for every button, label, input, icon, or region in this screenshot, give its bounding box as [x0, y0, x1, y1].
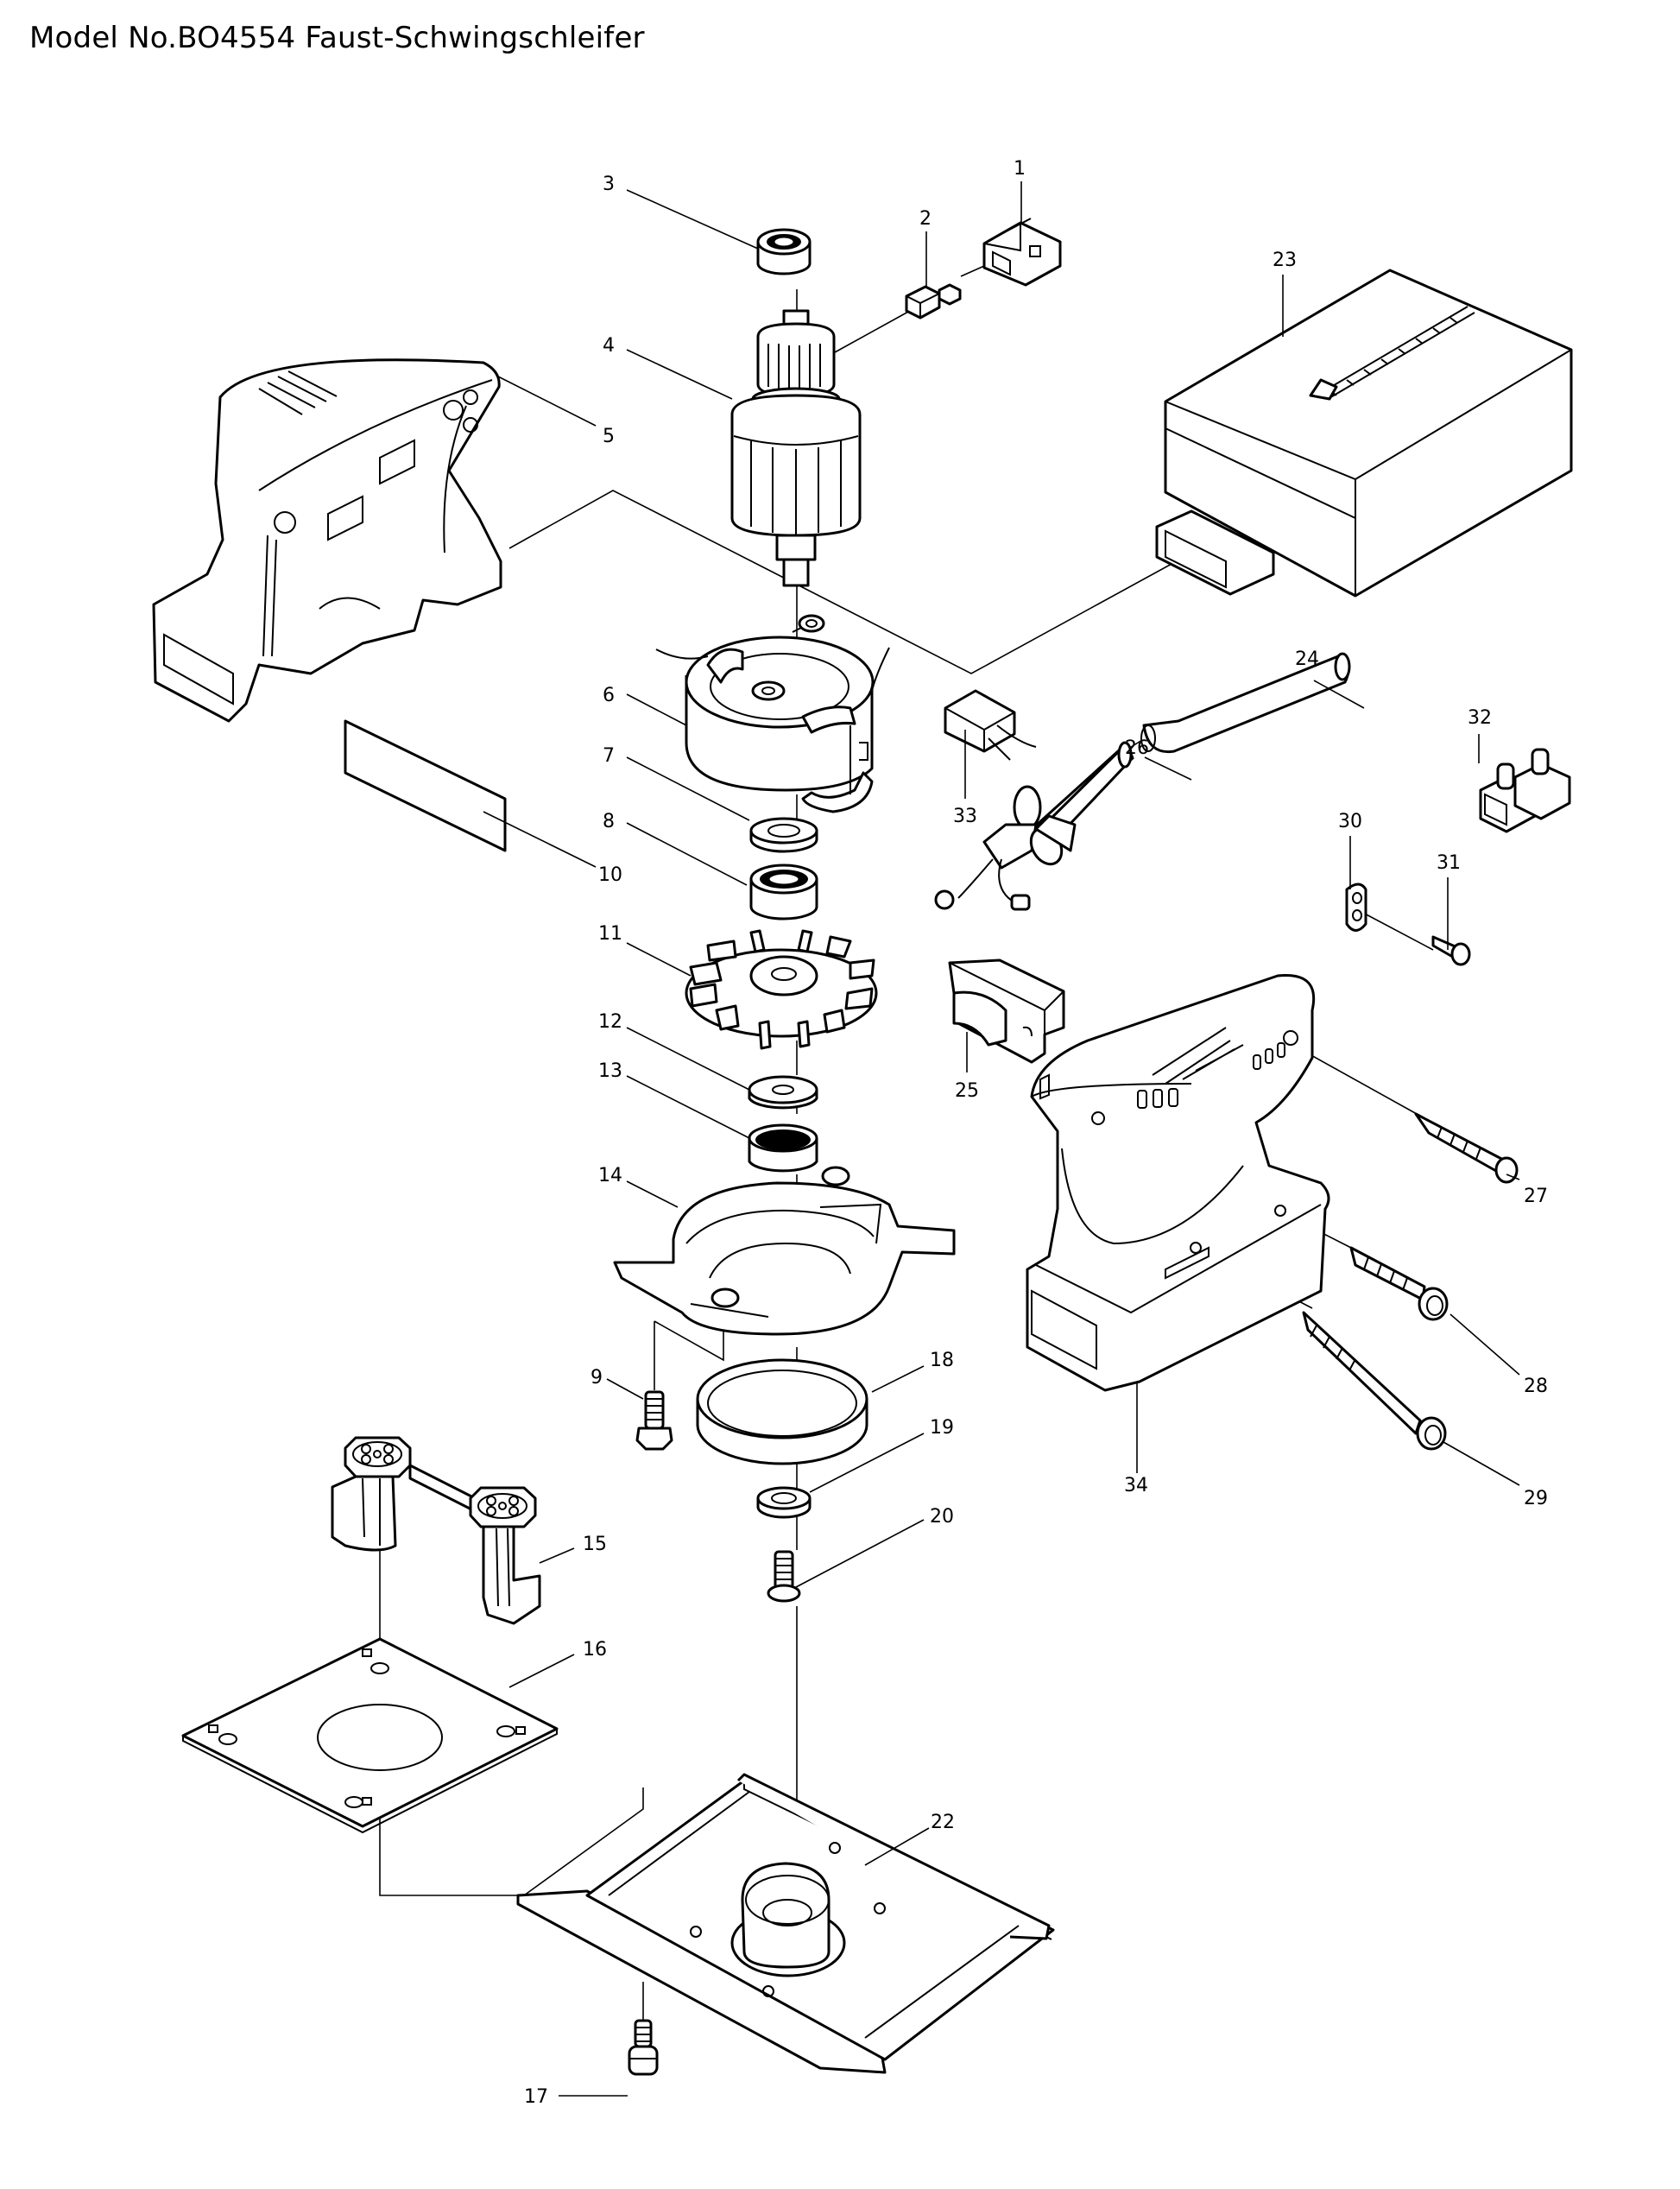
part-24-cord[interactable] — [1140, 652, 1351, 754]
label-15: 15 — [583, 1534, 607, 1555]
leader-lines — [483, 181, 1520, 2097]
label-9: 9 — [591, 1367, 603, 1389]
label-19: 19 — [930, 1417, 954, 1439]
part-33-noise-suppressor[interactable] — [944, 689, 1037, 761]
label-4: 4 — [603, 335, 615, 357]
label-13: 13 — [598, 1060, 622, 1082]
label-25: 25 — [955, 1080, 979, 1102]
label-7: 7 — [603, 745, 615, 767]
part-22-pad[interactable] — [516, 1773, 1055, 2074]
part-10-name-plate[interactable] — [344, 719, 507, 852]
label-8: 8 — [603, 811, 615, 832]
part-9-screw[interactable] — [635, 1390, 673, 1451]
part-25-switch[interactable] — [948, 958, 1065, 1064]
part-14-bearing-box[interactable] — [613, 1166, 956, 1336]
label-10: 10 — [598, 864, 622, 886]
label-3: 3 — [603, 174, 615, 195]
label-32: 32 — [1468, 707, 1492, 729]
part-18-ring[interactable] — [696, 1358, 868, 1465]
part-11-fan[interactable] — [685, 929, 878, 1050]
part-28-screw[interactable] — [1349, 1246, 1449, 1321]
part-32-connector[interactable] — [1479, 748, 1571, 833]
part-26-cord-guard[interactable] — [934, 741, 1134, 911]
label-22: 22 — [931, 1812, 955, 1833]
label-27: 27 — [1524, 1186, 1548, 1207]
label-24: 24 — [1295, 648, 1319, 670]
part-15-pad-support[interactable] — [331, 1436, 541, 1625]
part-8-ball-bearing[interactable] — [749, 864, 818, 921]
part-12-washer[interactable] — [748, 1075, 818, 1110]
part-2-carbon-brush[interactable] — [905, 283, 962, 319]
part-19-washer[interactable] — [756, 1486, 812, 1519]
label-5: 5 — [603, 426, 615, 447]
label-20: 20 — [930, 1506, 954, 1528]
label-30: 30 — [1338, 811, 1362, 832]
part-34-housing-set[interactable] — [1026, 974, 1330, 1392]
label-29: 29 — [1524, 1488, 1548, 1509]
label-23: 23 — [1273, 250, 1297, 271]
part-17-screw[interactable] — [628, 2019, 659, 2076]
part-7-washer[interactable] — [749, 817, 818, 853]
part-4-armature[interactable] — [730, 309, 862, 587]
part-13-bearing[interactable] — [748, 1123, 818, 1173]
label-31: 31 — [1437, 852, 1461, 874]
part-5-housing-half[interactable] — [152, 358, 502, 723]
part-labels: 1 2 3 4 5 6 7 8 9 10 11 12 13 14 15 16 1… — [524, 158, 1548, 2108]
part-29-screw[interactable] — [1302, 1311, 1447, 1451]
part-30-strain-relief[interactable] — [1345, 883, 1367, 932]
label-18: 18 — [930, 1350, 954, 1371]
label-2: 2 — [919, 208, 932, 230]
part-23-dust-bag[interactable] — [1155, 269, 1573, 598]
part-20-screw[interactable] — [767, 1550, 801, 1603]
part-1-brush-holder[interactable] — [982, 218, 1062, 287]
label-17: 17 — [524, 2086, 548, 2108]
label-34: 34 — [1124, 1475, 1148, 1496]
part-16-plate[interactable] — [181, 1637, 559, 1834]
label-12: 12 — [598, 1011, 622, 1033]
label-14: 14 — [598, 1165, 622, 1186]
label-26: 26 — [1125, 737, 1149, 759]
label-33: 33 — [953, 806, 977, 827]
label-16: 16 — [583, 1639, 607, 1661]
label-11: 11 — [598, 923, 622, 945]
label-1: 1 — [1014, 158, 1026, 180]
part-27-screw[interactable] — [1414, 1112, 1519, 1184]
label-28: 28 — [1524, 1376, 1548, 1397]
label-6: 6 — [603, 685, 615, 706]
page-title: Model No.BO4554 Faust-Schwingschleifer — [29, 21, 645, 55]
part-6-field-coil[interactable] — [655, 614, 890, 813]
part-3-ball-bearing[interactable] — [756, 228, 812, 275]
part-31-screw[interactable] — [1431, 935, 1471, 966]
